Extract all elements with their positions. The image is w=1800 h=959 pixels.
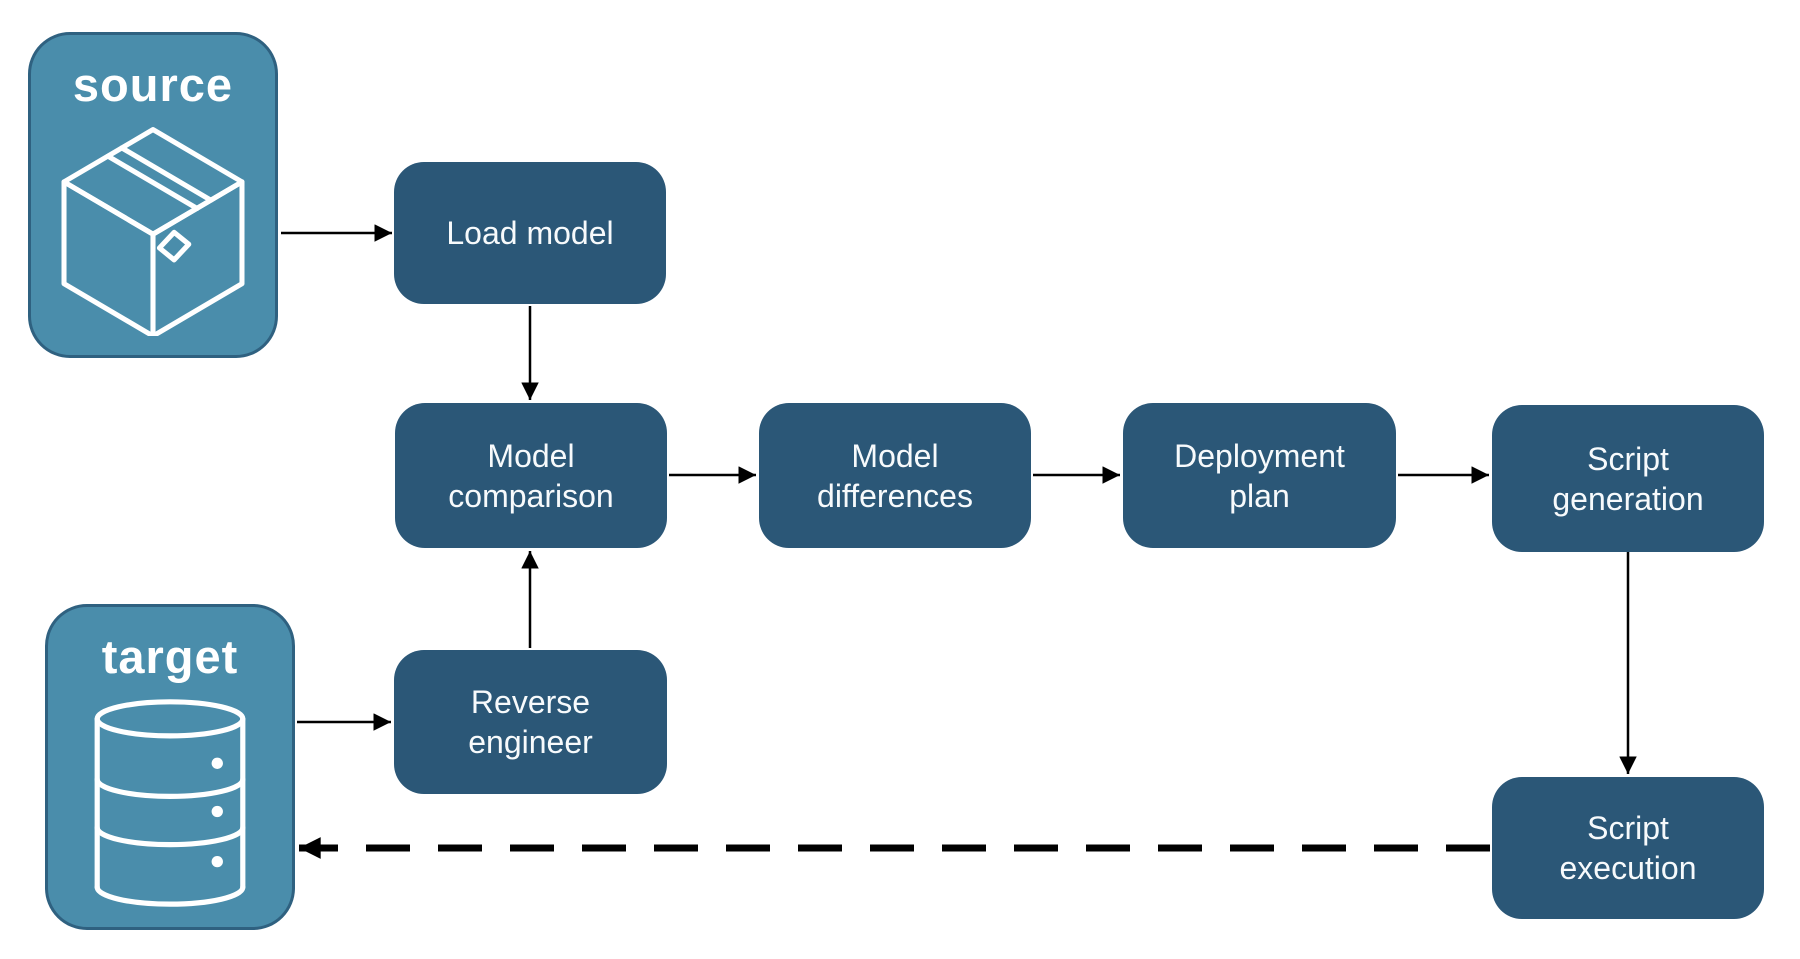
- step-deployment-plan: Deployment plan: [1123, 403, 1396, 548]
- step-model-differences: Model differences: [759, 403, 1031, 548]
- database-icon: [94, 678, 246, 927]
- step-script-execution: Script execution: [1492, 777, 1764, 919]
- step-script-generation: Script generation: [1492, 405, 1764, 552]
- step-load-model: Load model: [394, 162, 666, 304]
- target-node: target: [45, 604, 295, 930]
- source-node: source: [28, 32, 278, 358]
- step-model-comparison: Model comparison: [395, 403, 667, 548]
- target-label: target: [101, 630, 239, 683]
- step-reverse-engineer: Reverse engineer: [394, 650, 667, 794]
- source-label: source: [72, 58, 234, 111]
- package-icon: [61, 106, 245, 355]
